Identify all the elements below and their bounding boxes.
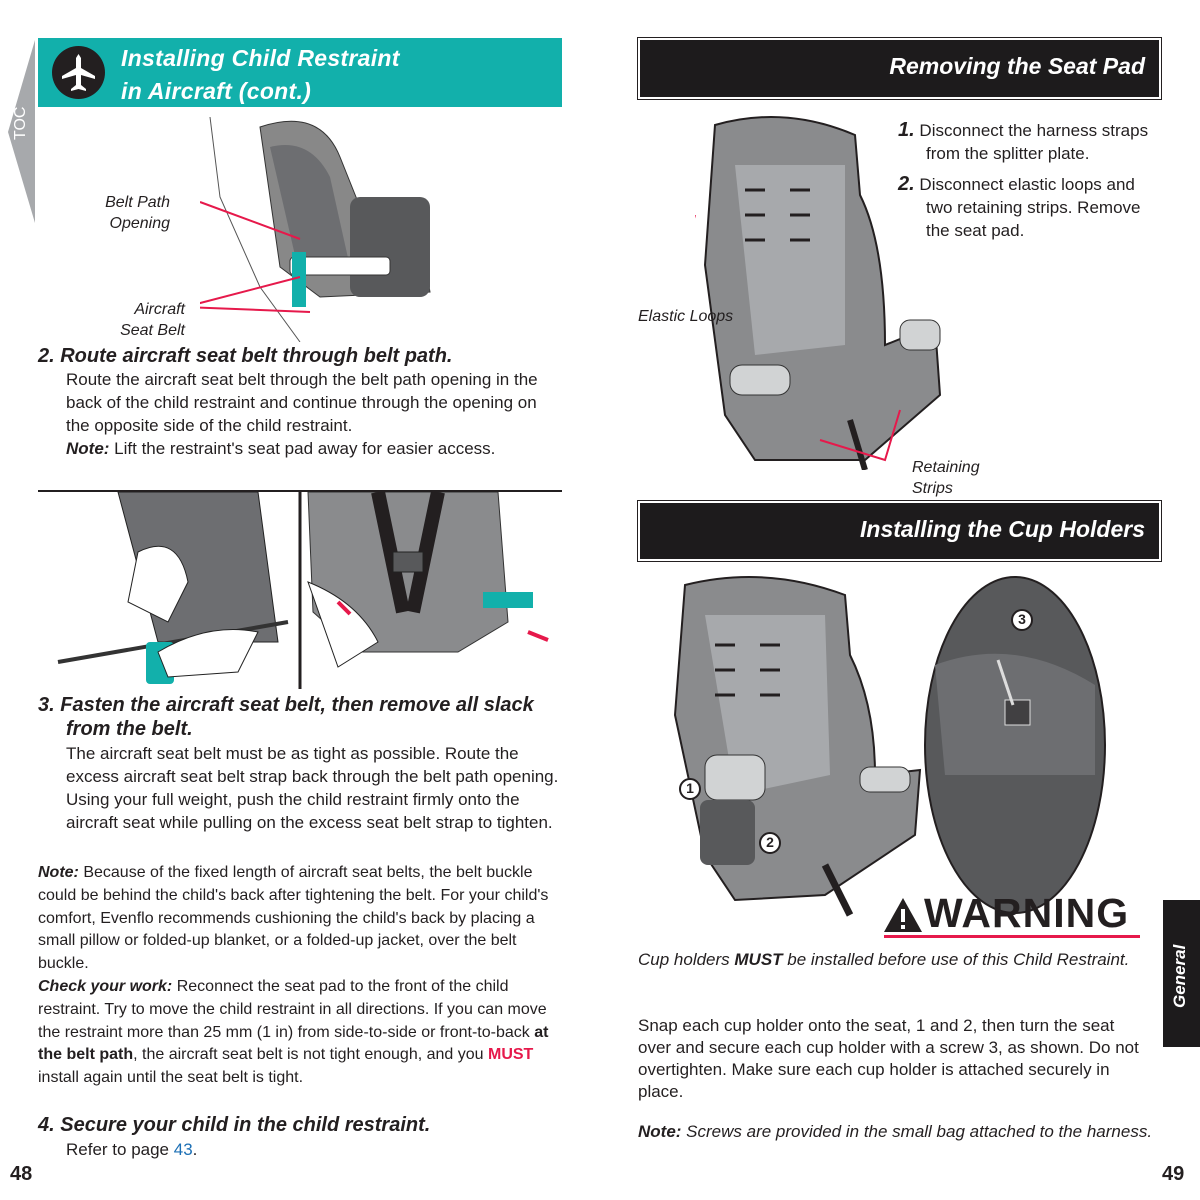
step2-note-text: Lift the restraint's seat pad away for e…	[109, 439, 496, 458]
page-43-link[interactable]: 43	[173, 1140, 193, 1159]
toc-tab[interactable]: TOC	[8, 40, 35, 223]
section-title-cup-holders: Installing the Cup Holders	[640, 503, 1159, 559]
label-aircraft-seat-belt: Aircraft Seat Belt	[120, 301, 185, 339]
check-bold: at the belt path	[38, 1023, 549, 1064]
header-title-line1: Installing Child Restraint	[121, 45, 400, 71]
callout-1: 1	[686, 780, 694, 796]
cup-holder-illustration	[673, 576, 1106, 917]
warning-must: MUST	[734, 950, 783, 969]
fasten-belt-photos	[38, 492, 549, 689]
step-2-text: Disconnect elastic loops and two retaini…	[919, 175, 1141, 240]
step2-body: Route the aircraft seat belt through the…	[66, 368, 562, 460]
step-1-num: 1.	[898, 119, 915, 141]
toc-label: TOC	[12, 106, 29, 140]
step-2: 2. Disconnect elastic loops and two reta…	[898, 173, 1158, 242]
warning-triangle-icon	[884, 898, 922, 932]
section-header-seat-pad: Removing the Seat Pad	[637, 37, 1162, 100]
step-1-text: Disconnect the harness straps from the s…	[919, 121, 1149, 163]
step-1: 1. Disconnect the harness straps from th…	[898, 119, 1158, 165]
seat-pad-steps: 1. Disconnect the harness straps from th…	[898, 119, 1158, 242]
label-retaining-strips: Retaining Strips	[912, 459, 980, 497]
step4-end: .	[192, 1140, 198, 1159]
page-number-right: 49	[1162, 1163, 1185, 1185]
step4-text: Refer to page	[66, 1140, 174, 1159]
check-text-3: install again until the seat belt is tig…	[38, 1069, 304, 1087]
note-text: Because of the fixed length of aircraft …	[38, 864, 549, 973]
note-label-right: Note:	[638, 1122, 682, 1141]
step3-body: The aircraft seat belt must be as tight …	[66, 744, 559, 832]
step4-heading: 4. Secure your child in the child restra…	[38, 1114, 431, 1136]
step2-heading: 2. Route aircraft seat belt through belt…	[38, 345, 453, 367]
step-2-num: 2.	[898, 173, 915, 195]
warning-title: WARNING	[924, 890, 1130, 936]
step2-text: Route the aircraft seat belt through the…	[66, 370, 538, 435]
warning-text-b: be installed before use of this Child Re…	[782, 950, 1130, 969]
general-tab-label: General	[1170, 944, 1189, 1008]
label-elastic-loops: Elastic Loops	[638, 308, 734, 325]
callouts	[679, 609, 1033, 854]
must-emphasis: MUST	[488, 1046, 534, 1064]
warning-statement: Cup holders MUST be installed before use…	[638, 946, 1158, 973]
warning-text-a: Cup holders	[638, 950, 735, 969]
callout-3: 3	[1018, 611, 1026, 627]
screws-note: Note: Screws are provided in the small b…	[638, 1121, 1158, 1143]
callout-2: 2	[766, 834, 774, 850]
warning-banner: WARNING	[884, 890, 1140, 938]
note-paragraph: Note: Because of the fixed length of air…	[38, 862, 564, 976]
airplane-icon	[52, 46, 105, 99]
toc-arrow-icon	[8, 40, 35, 223]
divider	[38, 490, 562, 492]
note-label: Note:	[38, 864, 79, 881]
cup-holder-instructions: Snap each cup holder onto the seat, 1 an…	[638, 1016, 1139, 1101]
header-title-line2: in Aircraft (cont.)	[121, 78, 312, 104]
check-work-paragraph: Check your work: Reconnect the seat pad …	[38, 976, 556, 1090]
section-header-cup-holders: Installing the Cup Holders	[637, 500, 1162, 562]
section-title-seat-pad: Removing the Seat Pad	[640, 40, 1159, 97]
seat-pad-illustration	[695, 116, 942, 470]
step2-note-label: Note:	[66, 439, 110, 458]
step4-body: Refer to page 43.	[66, 1138, 197, 1161]
step3-heading: 3. Fasten the aircraft seat belt, then r…	[38, 694, 534, 740]
label-belt-path: Belt Path Opening	[105, 194, 170, 232]
general-tab[interactable]: General	[1163, 900, 1200, 1047]
check-label: Check your work:	[38, 978, 173, 995]
step2-note: Note: Lift the restraint's seat pad away…	[66, 437, 562, 460]
note-text-right: Screws are provided in the small bag att…	[681, 1122, 1153, 1141]
aircraft-seat-illustration	[200, 117, 431, 342]
section-header: Installing Child Restraint in Aircraft (c…	[38, 38, 562, 107]
check-text: Reconnect the seat pad to the front of t…	[38, 978, 547, 1041]
check-text-2: , the aircraft seat belt is not tight en…	[133, 1046, 488, 1064]
page-number-left: 48	[10, 1163, 33, 1185]
